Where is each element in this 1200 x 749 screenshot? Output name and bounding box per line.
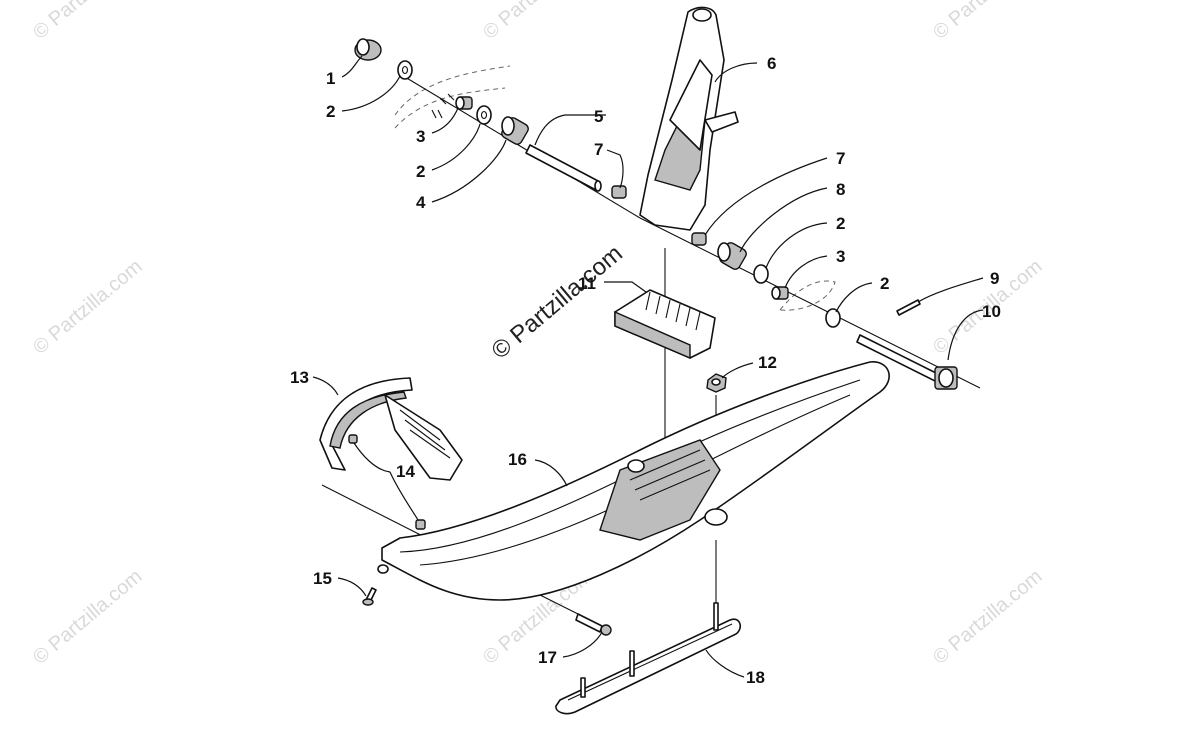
callout-3: 3: [836, 247, 845, 266]
part-15-bolt: [362, 564, 389, 606]
part-1-nut: [354, 38, 382, 61]
part-7-bushing: [611, 185, 627, 199]
callout-18: 18: [746, 668, 765, 687]
callouts: 1 2 3 2 4 5 6 7 7 8 2 3 2 9 10 11 12 13 …: [290, 54, 1001, 687]
callout-7: 7: [836, 149, 845, 168]
callout-2: 2: [880, 274, 889, 293]
part-2-washer: [753, 264, 769, 284]
callout-10: 10: [982, 302, 1001, 321]
callout-13: 13: [290, 368, 309, 387]
frame-fragment-right: [779, 280, 836, 311]
part-12-nut: [706, 373, 727, 393]
part-3-bushing: [771, 286, 789, 300]
callout-12: 12: [758, 353, 777, 372]
callout-2: 2: [836, 214, 845, 233]
callout-5: 5: [594, 107, 603, 126]
part-2-washer: [825, 308, 841, 328]
part-5-tube: [525, 144, 602, 192]
callout-16: 16: [508, 450, 527, 469]
part-2-washer-hole: [401, 65, 409, 75]
part-16-ski: [381, 361, 890, 601]
callout-9: 9: [990, 269, 999, 288]
callout-2: 2: [416, 162, 425, 181]
callout-2: 2: [326, 102, 335, 121]
watermark-text: © Partzilla.com: [929, 565, 1046, 668]
part-18-runner: [555, 602, 742, 715]
part-10-bolt: [856, 334, 958, 390]
part-4-spacer: [501, 116, 529, 145]
frame-fragment-left: [394, 65, 511, 129]
part-6-spindle: [639, 6, 739, 231]
watermark-text: © Partzilla.com: [929, 0, 1046, 44]
watermark-center: © Partzilla.com: [487, 240, 628, 365]
part-3-bushing: [455, 96, 473, 110]
callout-4: 4: [416, 193, 426, 212]
alignment-lines: [321, 73, 981, 626]
callout-3: 3: [416, 127, 425, 146]
callout-8: 8: [836, 180, 845, 199]
part-14-bolt: [348, 434, 358, 444]
callout-14: 14: [396, 462, 415, 481]
leader-lines: [312, 55, 984, 678]
part-7-bushing: [691, 232, 707, 246]
callout-1: 1: [326, 69, 335, 88]
part-13-handle: [319, 377, 463, 481]
part-17-bolt: [575, 613, 612, 636]
callout-17: 17: [538, 648, 557, 667]
watermark-text: © Partzilla.com: [29, 565, 146, 668]
part-14-bolt: [415, 519, 426, 530]
callout-7: 7: [594, 140, 603, 159]
callout-11: 11: [578, 274, 596, 293]
part-2-washer: [397, 60, 413, 80]
watermark-text: © Partzilla.com: [479, 0, 596, 44]
part-2-washer-hole: [480, 110, 488, 120]
part-11-wear-pad: [614, 289, 716, 360]
watermark-text: © Partzilla.com: [29, 0, 146, 44]
part-2-washer: [476, 105, 492, 125]
callout-15: 15: [313, 569, 332, 588]
part-9-cotter-pin: [896, 299, 921, 316]
watermark-text: © Partzilla.com: [29, 255, 146, 358]
callout-6: 6: [767, 54, 776, 73]
part-8-spacer: [717, 242, 747, 270]
